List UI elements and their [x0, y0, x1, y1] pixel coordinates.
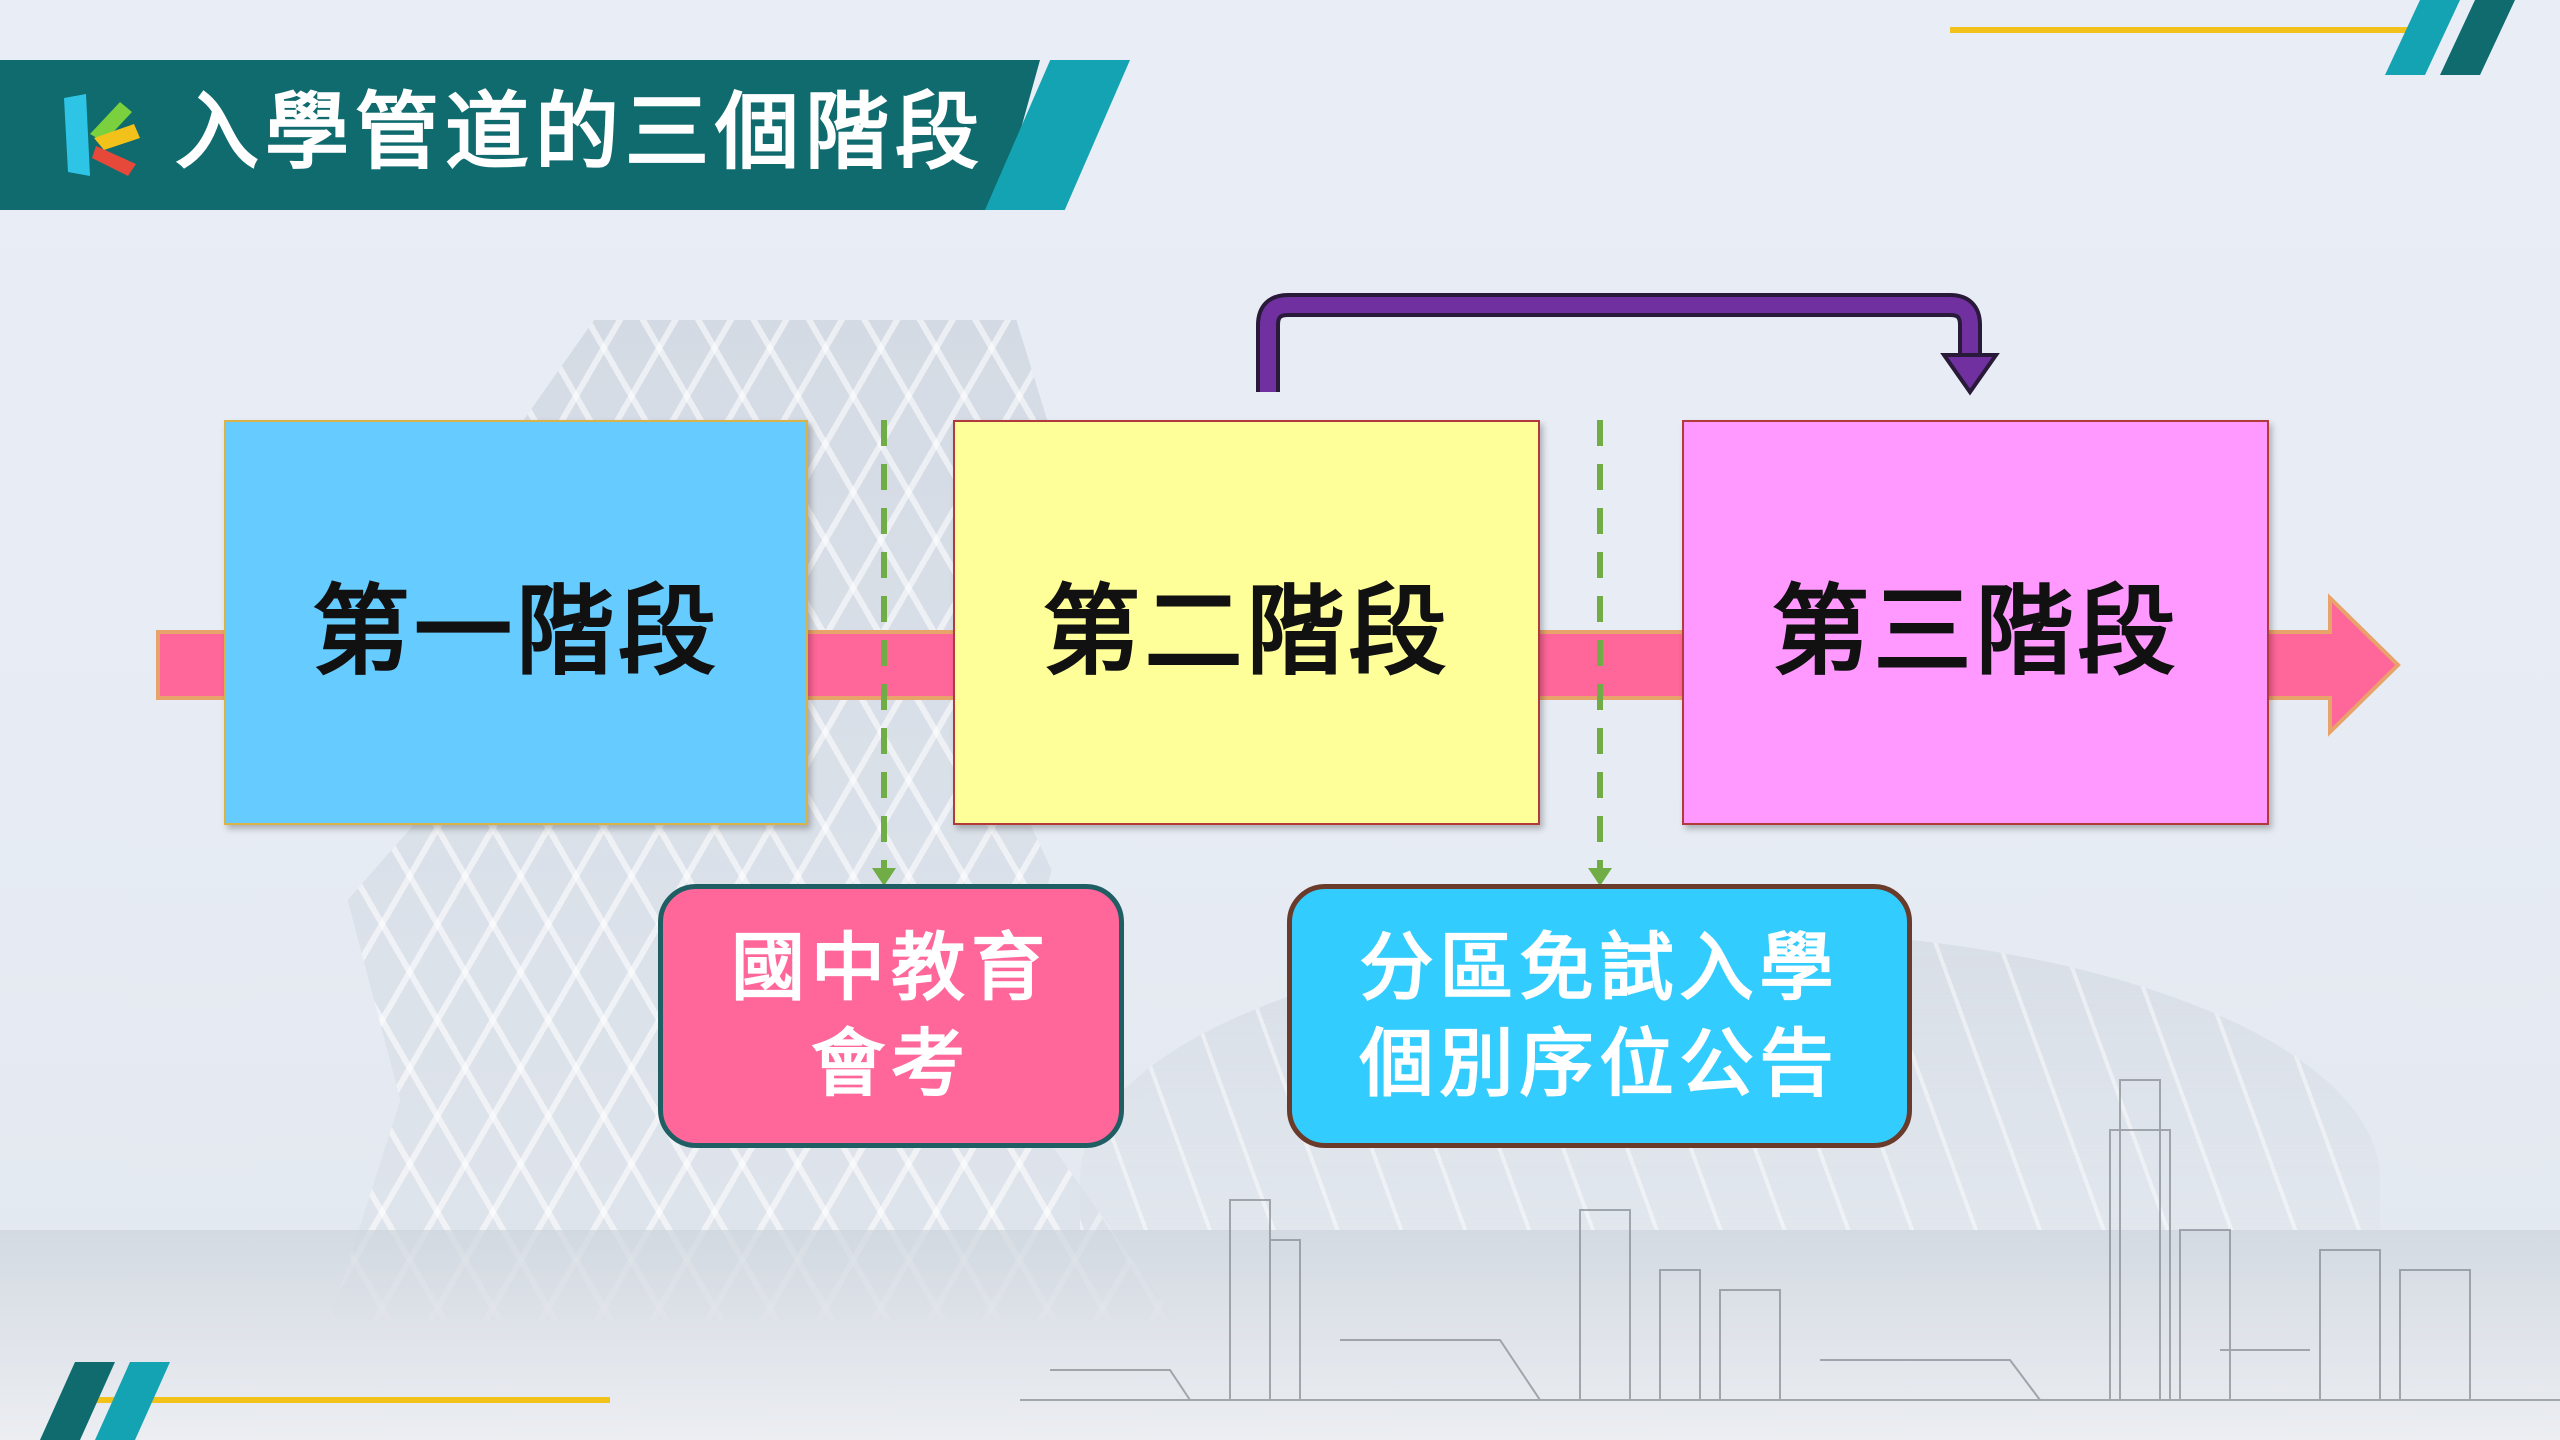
event-placement-line-1: 分區免試入學 [1359, 925, 1840, 1011]
event-placement-box: 分區免試入學 個別序位公告 [1287, 884, 1912, 1148]
bottom-accent-line [95, 1397, 610, 1403]
k-leaf-logo-icon [64, 94, 140, 176]
top-accent-line [1950, 27, 2420, 33]
background-city-skyline-sketch [1020, 1079, 2560, 1401]
title-banner [0, 60, 1040, 210]
bottom-corner-stripes [40, 1362, 170, 1440]
top-corner-stripes [2385, 0, 2515, 75]
event-placement-line-2: 個別序位公告 [1359, 1021, 1840, 1107]
stage-3-box: 第三階段 [1682, 420, 2269, 825]
event-exam-line-1: 國中教育 [731, 925, 1051, 1011]
background-waterfront [0, 1230, 2560, 1440]
event-exam-line-2: 會考 [811, 1021, 971, 1107]
stage-1-box: 第一階段 [224, 420, 808, 825]
stage-skip-arrow [1256, 293, 2000, 396]
event-exam-box: 國中教育 會考 [658, 884, 1124, 1148]
stage-2-box: 第二階段 [953, 420, 1540, 825]
page-title: 入學管道的三個階段 [175, 83, 986, 181]
